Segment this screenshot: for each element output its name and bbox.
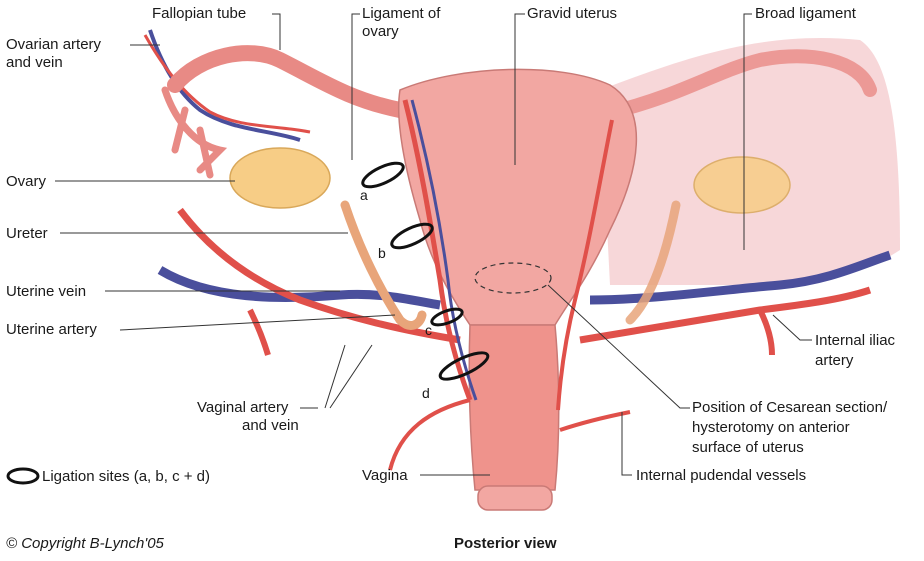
ovarian-artery-left: [143, 34, 311, 134]
label-cesarean-2: hysterotomy on anterior: [692, 419, 850, 436]
uterine-artery-right: [579, 286, 872, 344]
label-internal-iliac-1: Internal iliac: [815, 332, 896, 349]
gravid-uterus: [397, 68, 637, 326]
ovary-right: [693, 156, 791, 214]
leader-internal-iliac: [772, 314, 812, 341]
view-caption: Posterior view: [454, 535, 557, 552]
site-label-c: c: [425, 322, 432, 338]
pudendal-vessels-right: [559, 410, 631, 432]
cesarean-position-marker: [474, 262, 552, 294]
fallopian-tube-left: [167, 45, 408, 118]
label-cesarean-3: surface of uterus: [692, 439, 804, 456]
copyright-text: © Copyright B-Lynch'05: [6, 535, 165, 552]
ureter-right: [625, 200, 681, 325]
uterine-artery-left: [177, 207, 461, 344]
label-broad-ligament: Broad ligament: [755, 5, 857, 22]
iliac-branch-left: [247, 308, 271, 356]
iliac-branch-right: [757, 308, 775, 356]
leader-uterine-artery: [119, 314, 396, 331]
leader-ligament-of-ovary: [351, 13, 360, 160]
label-internal-iliac-2: artery: [815, 352, 854, 369]
label-ovary: Ovary: [6, 173, 47, 190]
label-ureter: Ureter: [6, 225, 48, 242]
fimbriae-left: [161, 86, 228, 179]
leader-internal-pudendal: [621, 412, 632, 476]
label-vagina: Vagina: [362, 467, 408, 484]
label-uterine-vein: Uterine vein: [6, 283, 86, 300]
label-vaginal-1: Vaginal artery: [197, 399, 289, 416]
leader-vaginal: [300, 344, 373, 409]
leader-broad-ligament: [743, 13, 752, 250]
ovarian-vessels-left: [148, 29, 301, 142]
uterine-vein-left: [157, 266, 441, 310]
uterine-side-vessels-right: [556, 119, 614, 411]
label-gravid-uterus: Gravid uterus: [527, 5, 617, 22]
label-vaginal-2: and vein: [242, 417, 299, 434]
leader-cesarean: [547, 284, 690, 409]
vaginal-vessels-left: [388, 398, 471, 471]
ligation-site-a: [361, 161, 405, 189]
vaginal-opening: [477, 485, 553, 511]
label-fallopian-tube: Fallopian tube: [152, 5, 246, 22]
ovary-left: [229, 147, 331, 209]
label-cesarean-1: Position of Cesarean section/: [692, 399, 888, 416]
leader-fallopian-tube: [272, 13, 281, 50]
label-ligament-of-ovary-1: Ligament of: [362, 5, 441, 22]
ligation-site-d: [438, 351, 490, 381]
label-internal-pudendal: Internal pudendal vessels: [636, 467, 806, 484]
ligation-site-c: [430, 307, 464, 327]
label-uterine-artery: Uterine artery: [6, 321, 97, 338]
ureter-left: [340, 200, 427, 330]
uterine-side-veins-left: [410, 99, 478, 401]
label-ovarian-1: Ovarian artery: [6, 36, 102, 53]
label-ligation-legend: Ligation sites (a, b, c + d): [42, 468, 210, 485]
leader-gravid-uterus: [514, 13, 525, 165]
vagina: [468, 324, 560, 491]
fallopian-tube-right: [613, 49, 877, 117]
label-ligament-of-ovary-2: ovary: [362, 23, 399, 40]
legend-ligation-icon: [6, 467, 40, 485]
site-label-a: a: [360, 187, 368, 203]
label-ovarian-2: and vein: [6, 54, 63, 71]
site-label-b: b: [378, 245, 386, 261]
ligation-site-b: [390, 222, 434, 250]
site-label-d: d: [422, 385, 430, 401]
